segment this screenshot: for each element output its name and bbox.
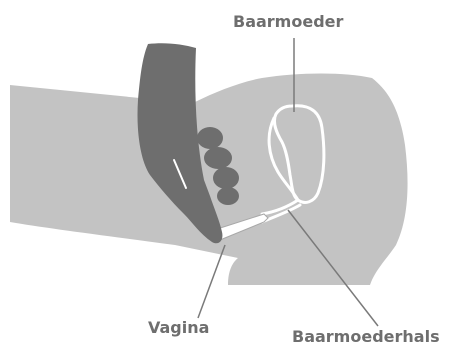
finger-4: [217, 187, 239, 205]
label-cervix: Baarmoederhals: [292, 329, 440, 345]
label-vagina: Vagina: [148, 320, 209, 336]
finger-1: [197, 127, 223, 149]
label-uterus: Baarmoeder: [233, 14, 343, 30]
leader-line-vagina: [198, 245, 225, 318]
finger-2: [204, 147, 232, 169]
torso-silhouette: [10, 74, 408, 286]
finger-3: [213, 167, 239, 189]
